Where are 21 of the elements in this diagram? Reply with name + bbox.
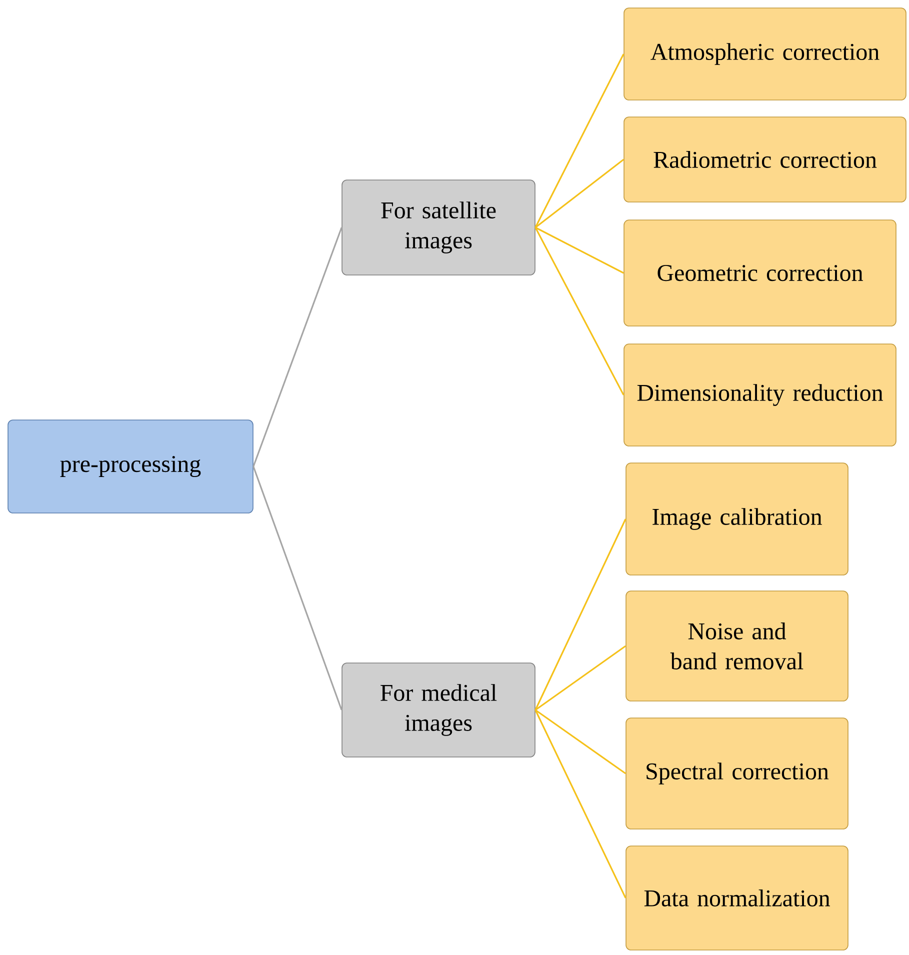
- connector-line: [534, 158, 624, 228]
- step-box: Geometric correction: [624, 220, 896, 326]
- connector-line: [534, 54, 624, 228]
- connector-line: [252, 466, 342, 710]
- category-box: For medical images: [342, 662, 536, 758]
- root-box: pre-processing: [8, 420, 254, 514]
- connector-line: [534, 710, 626, 898]
- connector-line: [534, 645, 626, 711]
- connector-line: [534, 518, 626, 710]
- step-box: Radiometric correction: [624, 116, 906, 202]
- connector-line: [534, 709, 626, 774]
- step-box: Image calibration: [626, 462, 848, 576]
- connector-line: [252, 227, 342, 467]
- step-box: Noise and band removal: [626, 590, 848, 702]
- step-box: Atmospheric correction: [624, 8, 906, 100]
- step-box: Dimensionality reduction: [624, 344, 896, 446]
- category-box: For satellite images: [342, 180, 536, 276]
- step-box: Data normalization: [626, 846, 848, 950]
- connector-line: [534, 227, 624, 396]
- step-box: Spectral correction: [626, 718, 848, 830]
- connector-line: [535, 226, 624, 274]
